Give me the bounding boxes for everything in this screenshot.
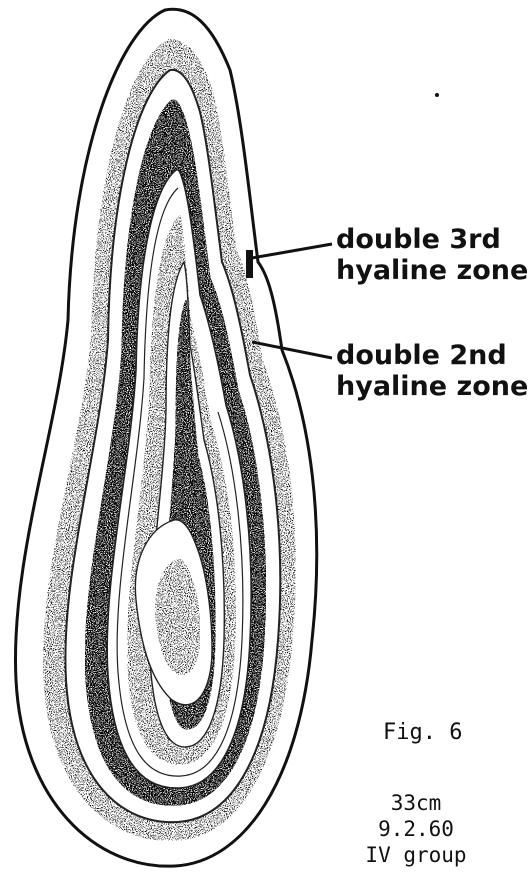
label-2nd-line1: double 2nd xyxy=(336,340,528,371)
specimen-length: 33cm xyxy=(330,790,502,816)
pointer-line-3rd-zone xyxy=(252,244,332,258)
label-double-3rd-hyaline-zone: double 3rd hyaline zone xyxy=(336,224,528,286)
label-2nd-line2: hyaline zone xyxy=(336,371,528,402)
specimen-date: 9.2.60 xyxy=(330,816,502,842)
label-3rd-line2: hyaline zone xyxy=(336,255,528,286)
speck-mark xyxy=(435,93,439,97)
specimen-metadata: 33cm 9.2.60 IV group xyxy=(330,790,502,868)
label-3rd-line1: double 3rd xyxy=(336,224,528,255)
figure-caption: Fig. 6 xyxy=(383,720,462,745)
label-double-2nd-hyaline-zone: double 2nd hyaline zone xyxy=(336,340,528,402)
specimen-group: IV group xyxy=(330,842,502,868)
pointer-mark-3rd-zone xyxy=(246,250,253,278)
